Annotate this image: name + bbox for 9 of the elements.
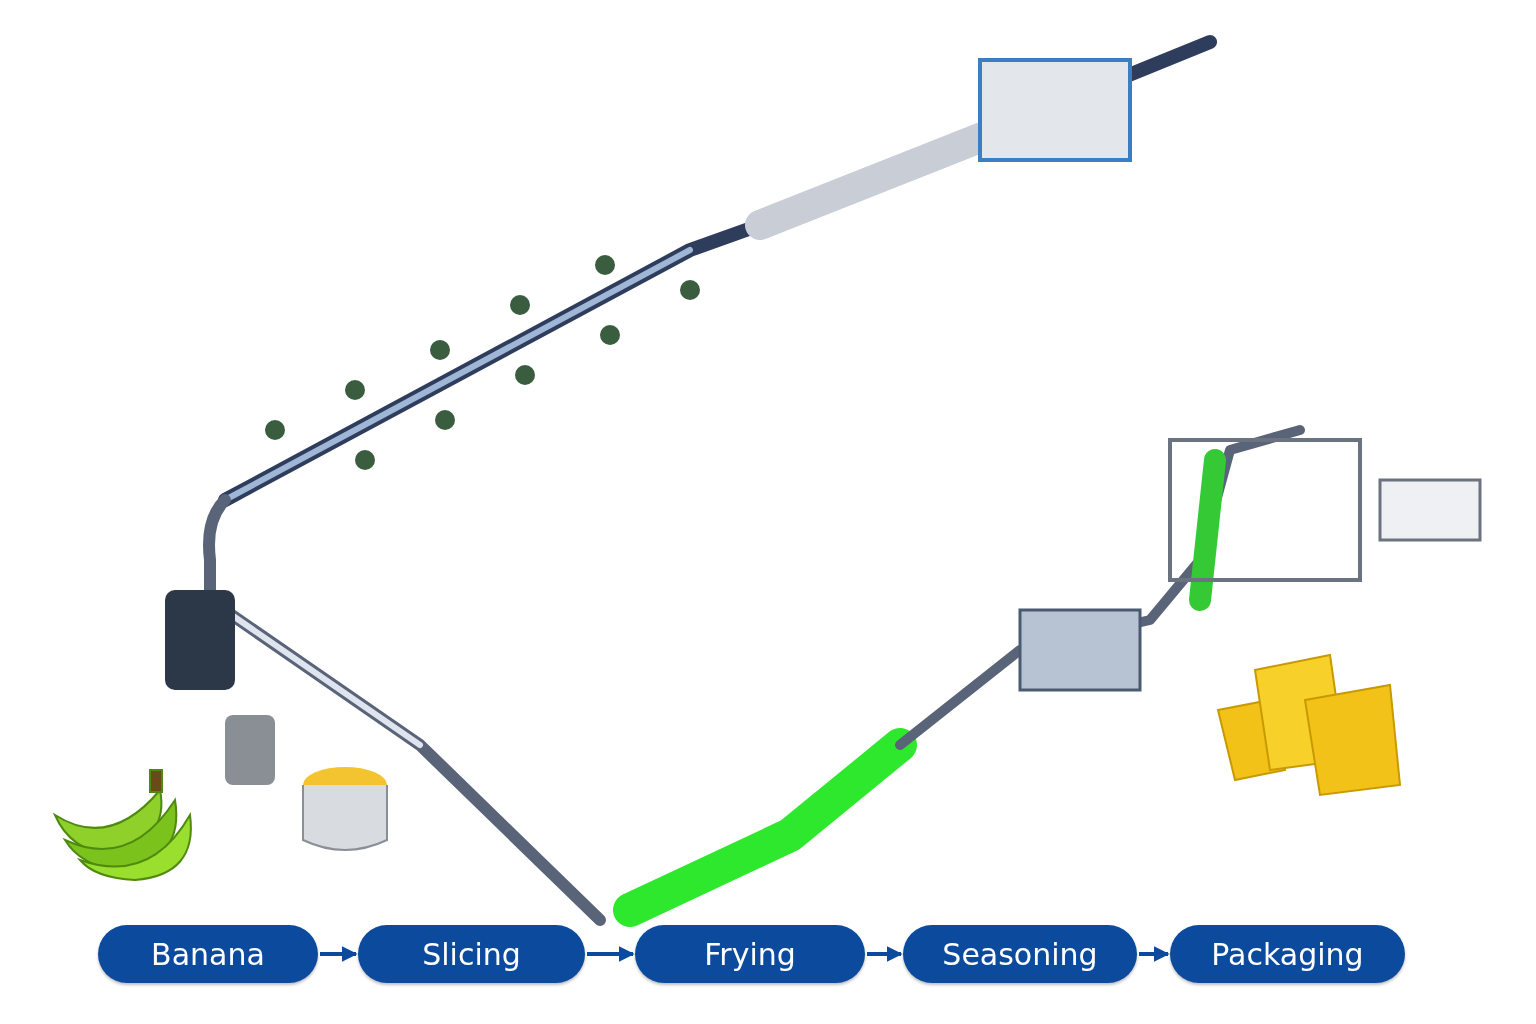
process-step-pill: Seasoning [903,925,1137,983]
process-step-pill: Slicing [358,925,585,983]
arrow [320,946,358,962]
process-step-pill: Packaging [1170,925,1405,983]
process-step-pill: Frying [635,925,865,983]
arrow [867,946,903,962]
arrow [587,946,635,962]
arrow [1139,946,1170,962]
process-step-pill: Banana [98,925,318,983]
